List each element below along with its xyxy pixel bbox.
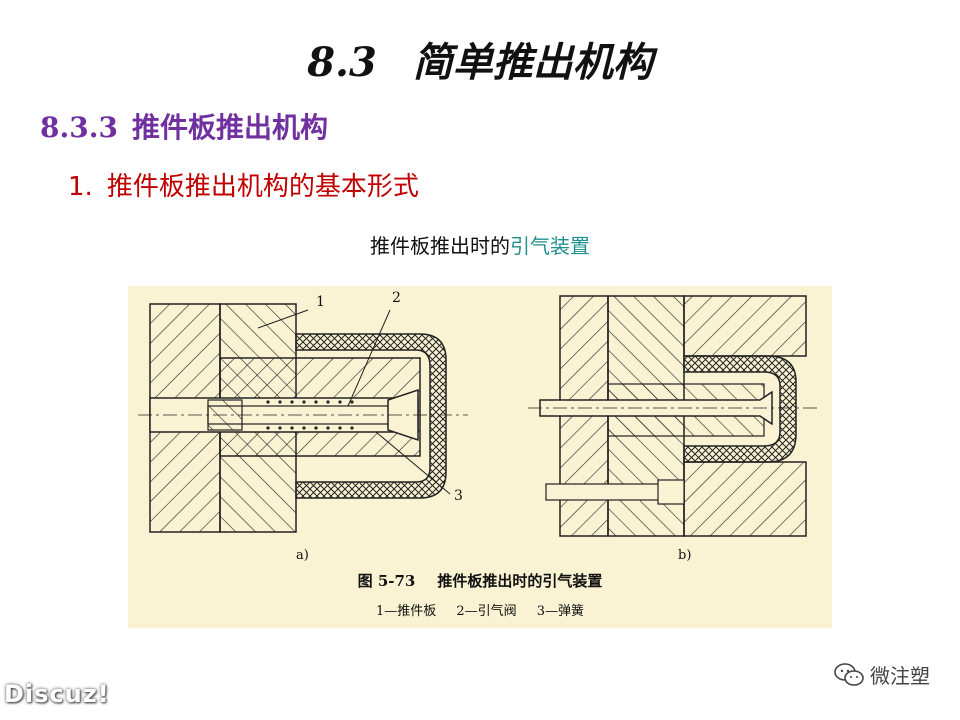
caption-prefix: 推件板推出时的: [370, 234, 510, 258]
subsection-number: 1.: [68, 172, 93, 202]
wechat-watermark-text: 微注塑: [870, 664, 930, 688]
figure-number: 图 5-73: [357, 572, 416, 590]
title-number: 8.3: [307, 39, 377, 86]
callout-3: 3: [454, 488, 463, 504]
view-b-label: b): [678, 548, 692, 563]
section-number: 8.3.3: [40, 111, 118, 144]
legend-item: 3—弹簧: [536, 604, 585, 619]
figure-legend: 1—推件板 2—引气阀 3—弹簧: [128, 600, 832, 619]
caption-highlight: 引气装置: [510, 234, 590, 258]
wechat-icon: [834, 662, 864, 686]
callout-2: 2: [392, 290, 401, 306]
view-a-drawing: [138, 303, 468, 533]
page-title: 8.3 简单推出机构: [0, 30, 960, 88]
discuz-watermark: Discuz!: [4, 680, 110, 708]
title-text: 简单推出机构: [412, 39, 653, 86]
callout-1: 1: [316, 294, 325, 310]
wechat-watermark: 微注塑: [834, 660, 930, 689]
figure-caption: 图 5-73 推件板推出时的引气装置: [128, 570, 832, 591]
section-heading: 8.3.3 推件板推出机构: [40, 106, 328, 146]
mold-drawing: [138, 295, 818, 537]
technical-figure: 1 2 3 a) b) 图 5-73 推件板推出时的引气装置 1—推件板 2—引气…: [128, 286, 832, 628]
legend-item: 1—推件板: [375, 604, 437, 619]
view-a-label: a): [296, 548, 309, 563]
legend-item: 2—引气阀: [456, 604, 517, 619]
figure-caption-text: 推件板推出时的引气装置: [437, 572, 603, 590]
figure-intro-caption: 推件板推出时的引气装置: [0, 230, 960, 259]
subsection-heading: 1. 推件板推出机构的基本形式: [68, 166, 419, 203]
view-b-drawing: [528, 295, 818, 537]
subsection-text: 推件板推出机构的基本形式: [106, 172, 419, 202]
section-text: 推件板推出机构: [131, 111, 328, 144]
